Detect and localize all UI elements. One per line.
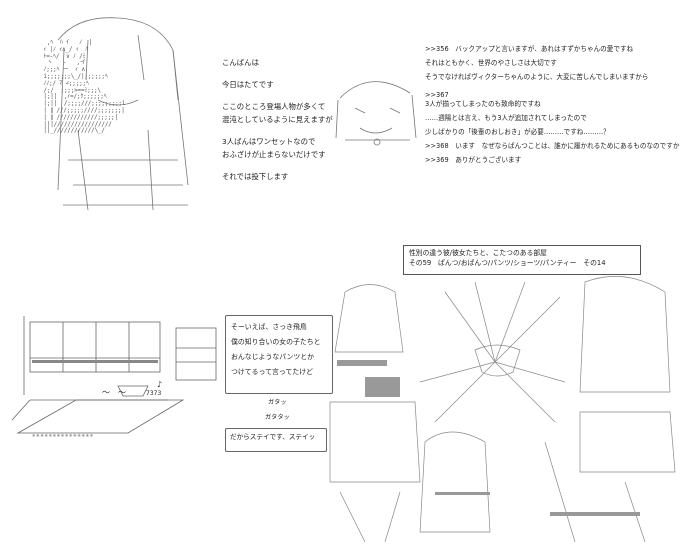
reply-line: >>367 [425, 91, 449, 99]
greeting-line: おふざけが止まらないだけです [222, 150, 326, 159]
reply-line: それはともかく、世界のやさしさは大切です [425, 59, 557, 67]
greeting-line: ここのところ登場人物が多くて [222, 102, 326, 111]
greeting-line: こんばんは [222, 58, 259, 67]
dialogue-line: そーいえば、さっき飛鳥 [231, 323, 307, 331]
reply-line: >>369 ありがとうございます [425, 156, 522, 164]
dialogue-line: おんなじようなパンツとか [231, 353, 315, 361]
room-scene-art [8, 300, 223, 440]
reply-line: 3人が揃ってしまったのも致命的ですね [425, 100, 541, 108]
response-text: だからステイです、ステイッ [230, 433, 316, 441]
dialogue-line: つけてるって言ってたけど [231, 368, 313, 376]
chapter-title-box: 性別の違う彼/彼女たちと、こたつのある部屋 その59 ぱんつ/おぱんつ/パンツ/… [403, 245, 641, 275]
ascii-art-block: ,ﾍ ﾊ ｲ ﾉ | ｨ |ﾉ ｨ∧_/ ｨ ﾊ ﾄ=-ﾍ/ ∨ ﾉ /ﾐ ヽ … [43, 39, 126, 135]
table-pattern: ✳✳✳✳✳✳✳✳✳✳✳✳✳✳✳ [32, 432, 94, 439]
dialogue-line: 僕の知り合いの女の子たちと [231, 338, 321, 346]
bottle-label: 7373 [146, 390, 162, 397]
reply-line: ……週陽とは言え、もう3人が追加されてしまったので [425, 114, 587, 122]
hum-sfx: 〜 〜 [102, 388, 126, 397]
group-characters-art [325, 272, 677, 544]
reply-line: >>368 います なぜならばんつことは、誰かに履かれるためにあるものなのですか… [425, 142, 680, 150]
chapter-subtitle: その59 ぱんつ/おぱんつ/パンツ/ショーツ/パンティー その14 [409, 259, 606, 267]
reply-line: 少しばかりの「後輩のおしおき」が必要………ですね………？ [425, 128, 610, 136]
character-art-top-left [28, 10, 200, 220]
sfx-gata-1: ガタッ [268, 399, 287, 406]
reply-line: >>356 バックアップと言いますが、あれはすずかちゃんの愛ですね [425, 45, 634, 53]
response-box: だからステイです、ステイッ [225, 428, 327, 452]
music-note: ♪ [157, 380, 163, 389]
greeting-line: 今日はたてです [222, 80, 274, 89]
greeting-line: 混沌としているように見えますが [222, 115, 333, 124]
character-art-top-middle [330, 68, 422, 150]
greeting-text: こんばんは 今日はたてです ここのところ登場人物が多くて 混沌としているように見… [222, 58, 333, 181]
sfx-gata-2: ガタタッ [265, 414, 290, 421]
greeting-line: 3人ばんはワンセットなので [222, 137, 316, 146]
greeting-line: それでは投下します [222, 172, 289, 181]
replies-text: >>356 バックアップと言いますが、あれはすずかちゃんの愛ですね それはともか… [425, 45, 680, 165]
chapter-title: 性別の違う彼/彼女たちと、こたつのある部屋 [409, 249, 547, 257]
dialogue-box: そーいえば、さっき飛鳥 僕の知り合いの女の子たちと おんなじようなパンツとか つ… [225, 315, 333, 394]
reply-line: そうでなければヴィクターちゃんのように、大変に苦しんでしまいますから [425, 73, 649, 81]
